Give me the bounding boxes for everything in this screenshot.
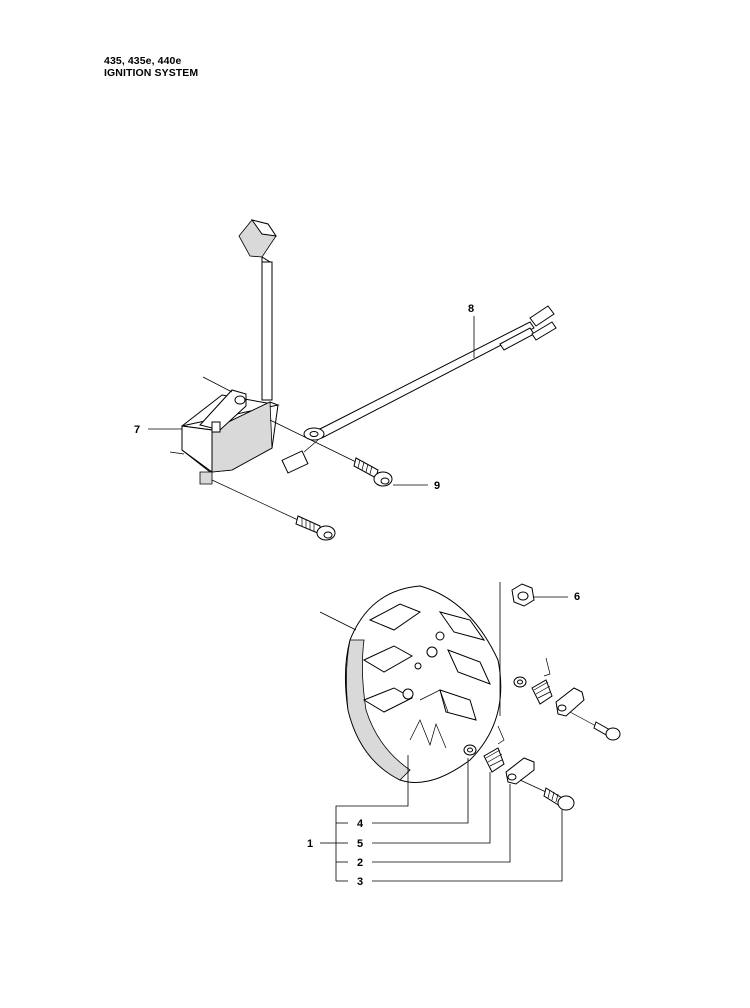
ignition-module[interactable] xyxy=(169,219,280,485)
leader-7-upper xyxy=(202,376,233,393)
callout-4[interactable]: 4 xyxy=(357,818,364,830)
short-circuit-cable[interactable] xyxy=(281,305,557,474)
page-header: 435, 435e, 440e IGNITION SYSTEM xyxy=(104,55,198,79)
module-screw-upper[interactable] xyxy=(269,419,393,487)
callout-2[interactable]: 2 xyxy=(357,857,363,869)
model-numbers: 435, 435e, 440e xyxy=(104,55,182,67)
pawl-set-upper[interactable] xyxy=(513,657,621,741)
callout-5[interactable]: 5 xyxy=(357,838,363,850)
callout-7[interactable]: 7 xyxy=(134,424,140,436)
callout-6[interactable]: 6 xyxy=(574,591,580,603)
flywheel[interactable] xyxy=(344,585,502,783)
module-screw-lower[interactable] xyxy=(211,479,336,541)
callout-8[interactable]: 8 xyxy=(468,303,474,315)
flywheel-axis-line xyxy=(319,611,357,631)
spring-lower xyxy=(483,747,505,773)
section-title: IGNITION SYSTEM xyxy=(104,67,199,79)
leader-7-lower xyxy=(169,451,185,455)
ignition-lead xyxy=(261,261,273,401)
callout-1[interactable]: 1 xyxy=(307,838,313,850)
flywheel-fins xyxy=(362,603,491,749)
pawl-set-lower[interactable] xyxy=(463,725,575,811)
callout-bracket xyxy=(320,755,563,882)
callout-3[interactable]: 3 xyxy=(357,876,363,888)
flywheel-nut[interactable] xyxy=(511,583,535,607)
callout-9[interactable]: 9 xyxy=(434,480,440,492)
spark-plug-boot xyxy=(238,219,278,269)
module-body xyxy=(181,389,280,485)
